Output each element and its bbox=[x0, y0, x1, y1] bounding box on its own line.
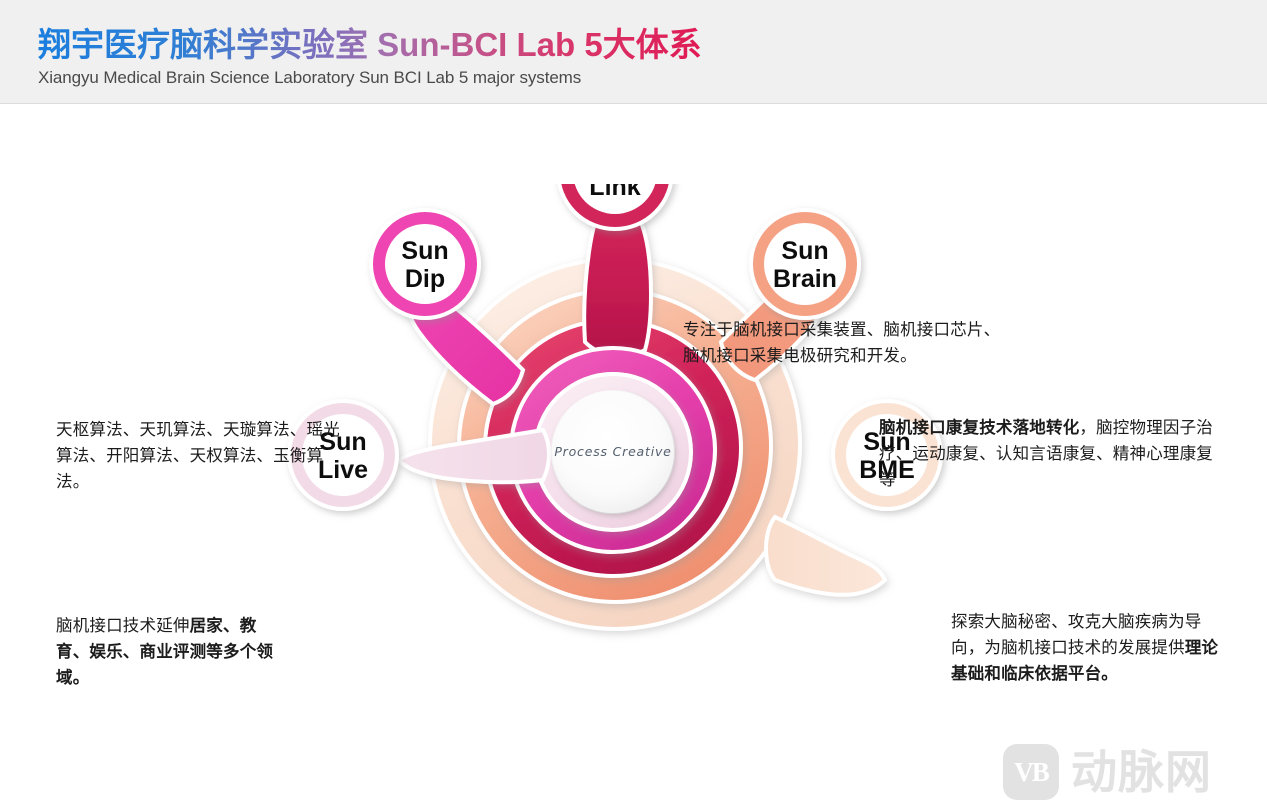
node-sun-link-line2: Link bbox=[589, 184, 640, 201]
header-divider bbox=[0, 103, 1267, 104]
watermark-wordmark: 动脉网 bbox=[1071, 746, 1212, 798]
callout-sun-bme-text: 探索大脑秘密、攻克大脑疾病为导向，为脑机接口技术的发展提供理论基础和临床依据平台… bbox=[951, 613, 1219, 683]
diagram-stage: Process Creative Sun Link Sun Dip Sun Br… bbox=[0, 104, 1267, 800]
watermark-badge-icon: VB bbox=[1003, 744, 1059, 800]
node-sun-bme-line1: Sun bbox=[863, 428, 910, 456]
center-hub: Process Creative bbox=[552, 391, 674, 513]
node-sun-live-line1: Sun bbox=[319, 428, 366, 456]
node-sun-dip-line1: Sun bbox=[401, 237, 448, 265]
callout-sun-bme: 探索大脑秘密、攻克大脑疾病为导向，为脑机接口技术的发展提供理论基础和临床依据平台… bbox=[951, 609, 1221, 687]
callout-sun-live: 脑机接口技术延伸居家、教育、娱乐、商业评测等多个领域。 bbox=[56, 613, 288, 691]
callout-sun-live-text: 脑机接口技术延伸居家、教育、娱乐、商业评测等多个领域。 bbox=[56, 617, 274, 687]
node-sun-bme[interactable]: Sun BME bbox=[831, 399, 943, 511]
callout-sun-link-text: 专注于脑机接口采集装置、脑机接口芯片、脑机接口采集电极研究和开发。 bbox=[683, 321, 1001, 365]
callout-sun-brain: 脑机接口康复技术落地转化，脑控物理因子治疗、运动康复、认知言语康复、精神心理康复… bbox=[879, 415, 1215, 493]
node-sun-live[interactable]: Sun Live bbox=[287, 399, 399, 511]
watermark-badge-label: VB bbox=[1014, 756, 1049, 787]
node-sun-bme-line2: BME bbox=[859, 456, 915, 484]
node-sun-brain-line2: Brain bbox=[773, 265, 837, 293]
watermark-logo: VB 动脉网 bbox=[1003, 744, 1212, 800]
node-sun-dip-line2: Dip bbox=[405, 265, 445, 293]
node-sun-brain-line1: Sun bbox=[781, 237, 828, 265]
node-sun-brain[interactable]: Sun Brain bbox=[749, 208, 861, 320]
process-creative-diagram: Process Creative Sun Link Sun Dip Sun Br… bbox=[287, 184, 943, 631]
callout-sun-link: 专注于脑机接口采集装置、脑机接口芯片、脑机接口采集电极研究和开发。 bbox=[683, 317, 1013, 369]
node-sun-dip[interactable]: Sun Dip bbox=[369, 208, 481, 320]
page-title: 翔宇医疗脑科学实验室 Sun-BCI Lab 5大体系 bbox=[38, 18, 702, 66]
page-subtitle: Xiangyu Medical Brain Science Laboratory… bbox=[38, 68, 582, 87]
page-header: 翔宇医疗脑科学实验室 Sun-BCI Lab 5大体系 Xiangyu Medi… bbox=[0, 0, 1267, 104]
callout-sun-brain-text: 脑机接口康复技术落地转化，脑控物理因子治疗、运动康复、认知言语康复、精神心理康复… bbox=[879, 419, 1214, 489]
node-sun-live-line2: Live bbox=[318, 456, 368, 484]
callout-sun-dip-text: 天枢算法、天玑算法、天璇算法、瑶光算法、开阳算法、天权算法、玉衡算法。 bbox=[56, 421, 340, 491]
callout-sun-dip: 天枢算法、天玑算法、天璇算法、瑶光算法、开阳算法、天权算法、玉衡算法。 bbox=[56, 417, 356, 495]
node-sun-link[interactable]: Sun Link bbox=[557, 184, 673, 231]
center-hub-label: Process Creative bbox=[554, 444, 671, 459]
